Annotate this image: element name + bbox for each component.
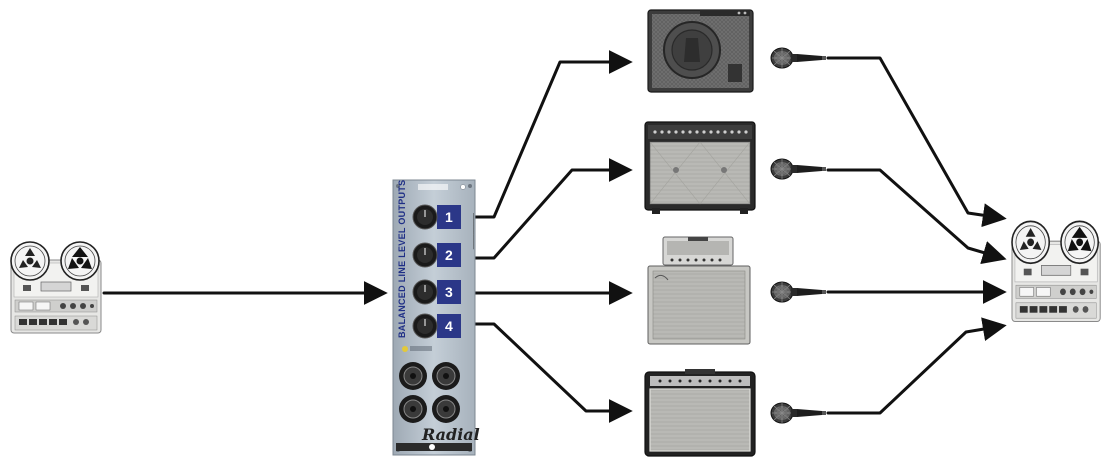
xlr-jack-2[interactable] [432, 362, 460, 390]
guitar-combo-amp-icon [647, 9, 754, 93]
splitter-output-2[interactable]: 2 [412, 242, 461, 268]
xlr-jack-4[interactable] [432, 395, 460, 423]
arrow-output-1-to-amp-1 [469, 50, 633, 219]
xlr-jack-3[interactable] [399, 395, 427, 423]
splitter-side-text-icon: ──────────── [470, 212, 476, 250]
splitter-output-3[interactable]: 3 [412, 279, 461, 305]
power-led-icon [402, 346, 408, 352]
output-label-1: 1 [445, 209, 453, 225]
arrow-mic-2-to-recorder [826, 168, 1007, 265]
arrow-output-4-to-amp-4 [469, 322, 633, 423]
microphone-4-icon [770, 402, 827, 424]
arrow-output-2-to-amp-2 [469, 158, 633, 260]
destination-tape-machine-icon [1011, 220, 1102, 323]
tube-combo-amp-icon [644, 369, 756, 457]
xlr-jack-1[interactable] [399, 362, 427, 390]
microphone-2-icon [770, 158, 827, 180]
splitter-output-4[interactable]: 4 [412, 313, 461, 339]
arrow-mic-1-to-recorder [826, 56, 1007, 228]
splitter-vertical-label: BALANCED LINE LEVEL OUTPUTS [397, 180, 407, 338]
twin-speaker-combo-amp-icon [644, 121, 756, 214]
signal-arrows [102, 50, 1007, 423]
splitter-module: BALANCED LINE LEVEL OUTPUTS ────────────… [392, 179, 480, 456]
splitter-output-1[interactable]: 1 [412, 204, 461, 230]
microphone-3-icon [770, 281, 827, 303]
output-label-3: 3 [445, 284, 453, 300]
output-label-2: 2 [445, 247, 453, 263]
amp-head-and-cabinet-icon [647, 236, 751, 345]
splitter-brand-logo: Radial [421, 425, 480, 444]
arrow-mic-4-to-recorder [826, 317, 1007, 415]
microphone-1-icon [770, 47, 827, 69]
output-label-4: 4 [445, 318, 453, 334]
source-tape-machine-icon [10, 241, 102, 334]
